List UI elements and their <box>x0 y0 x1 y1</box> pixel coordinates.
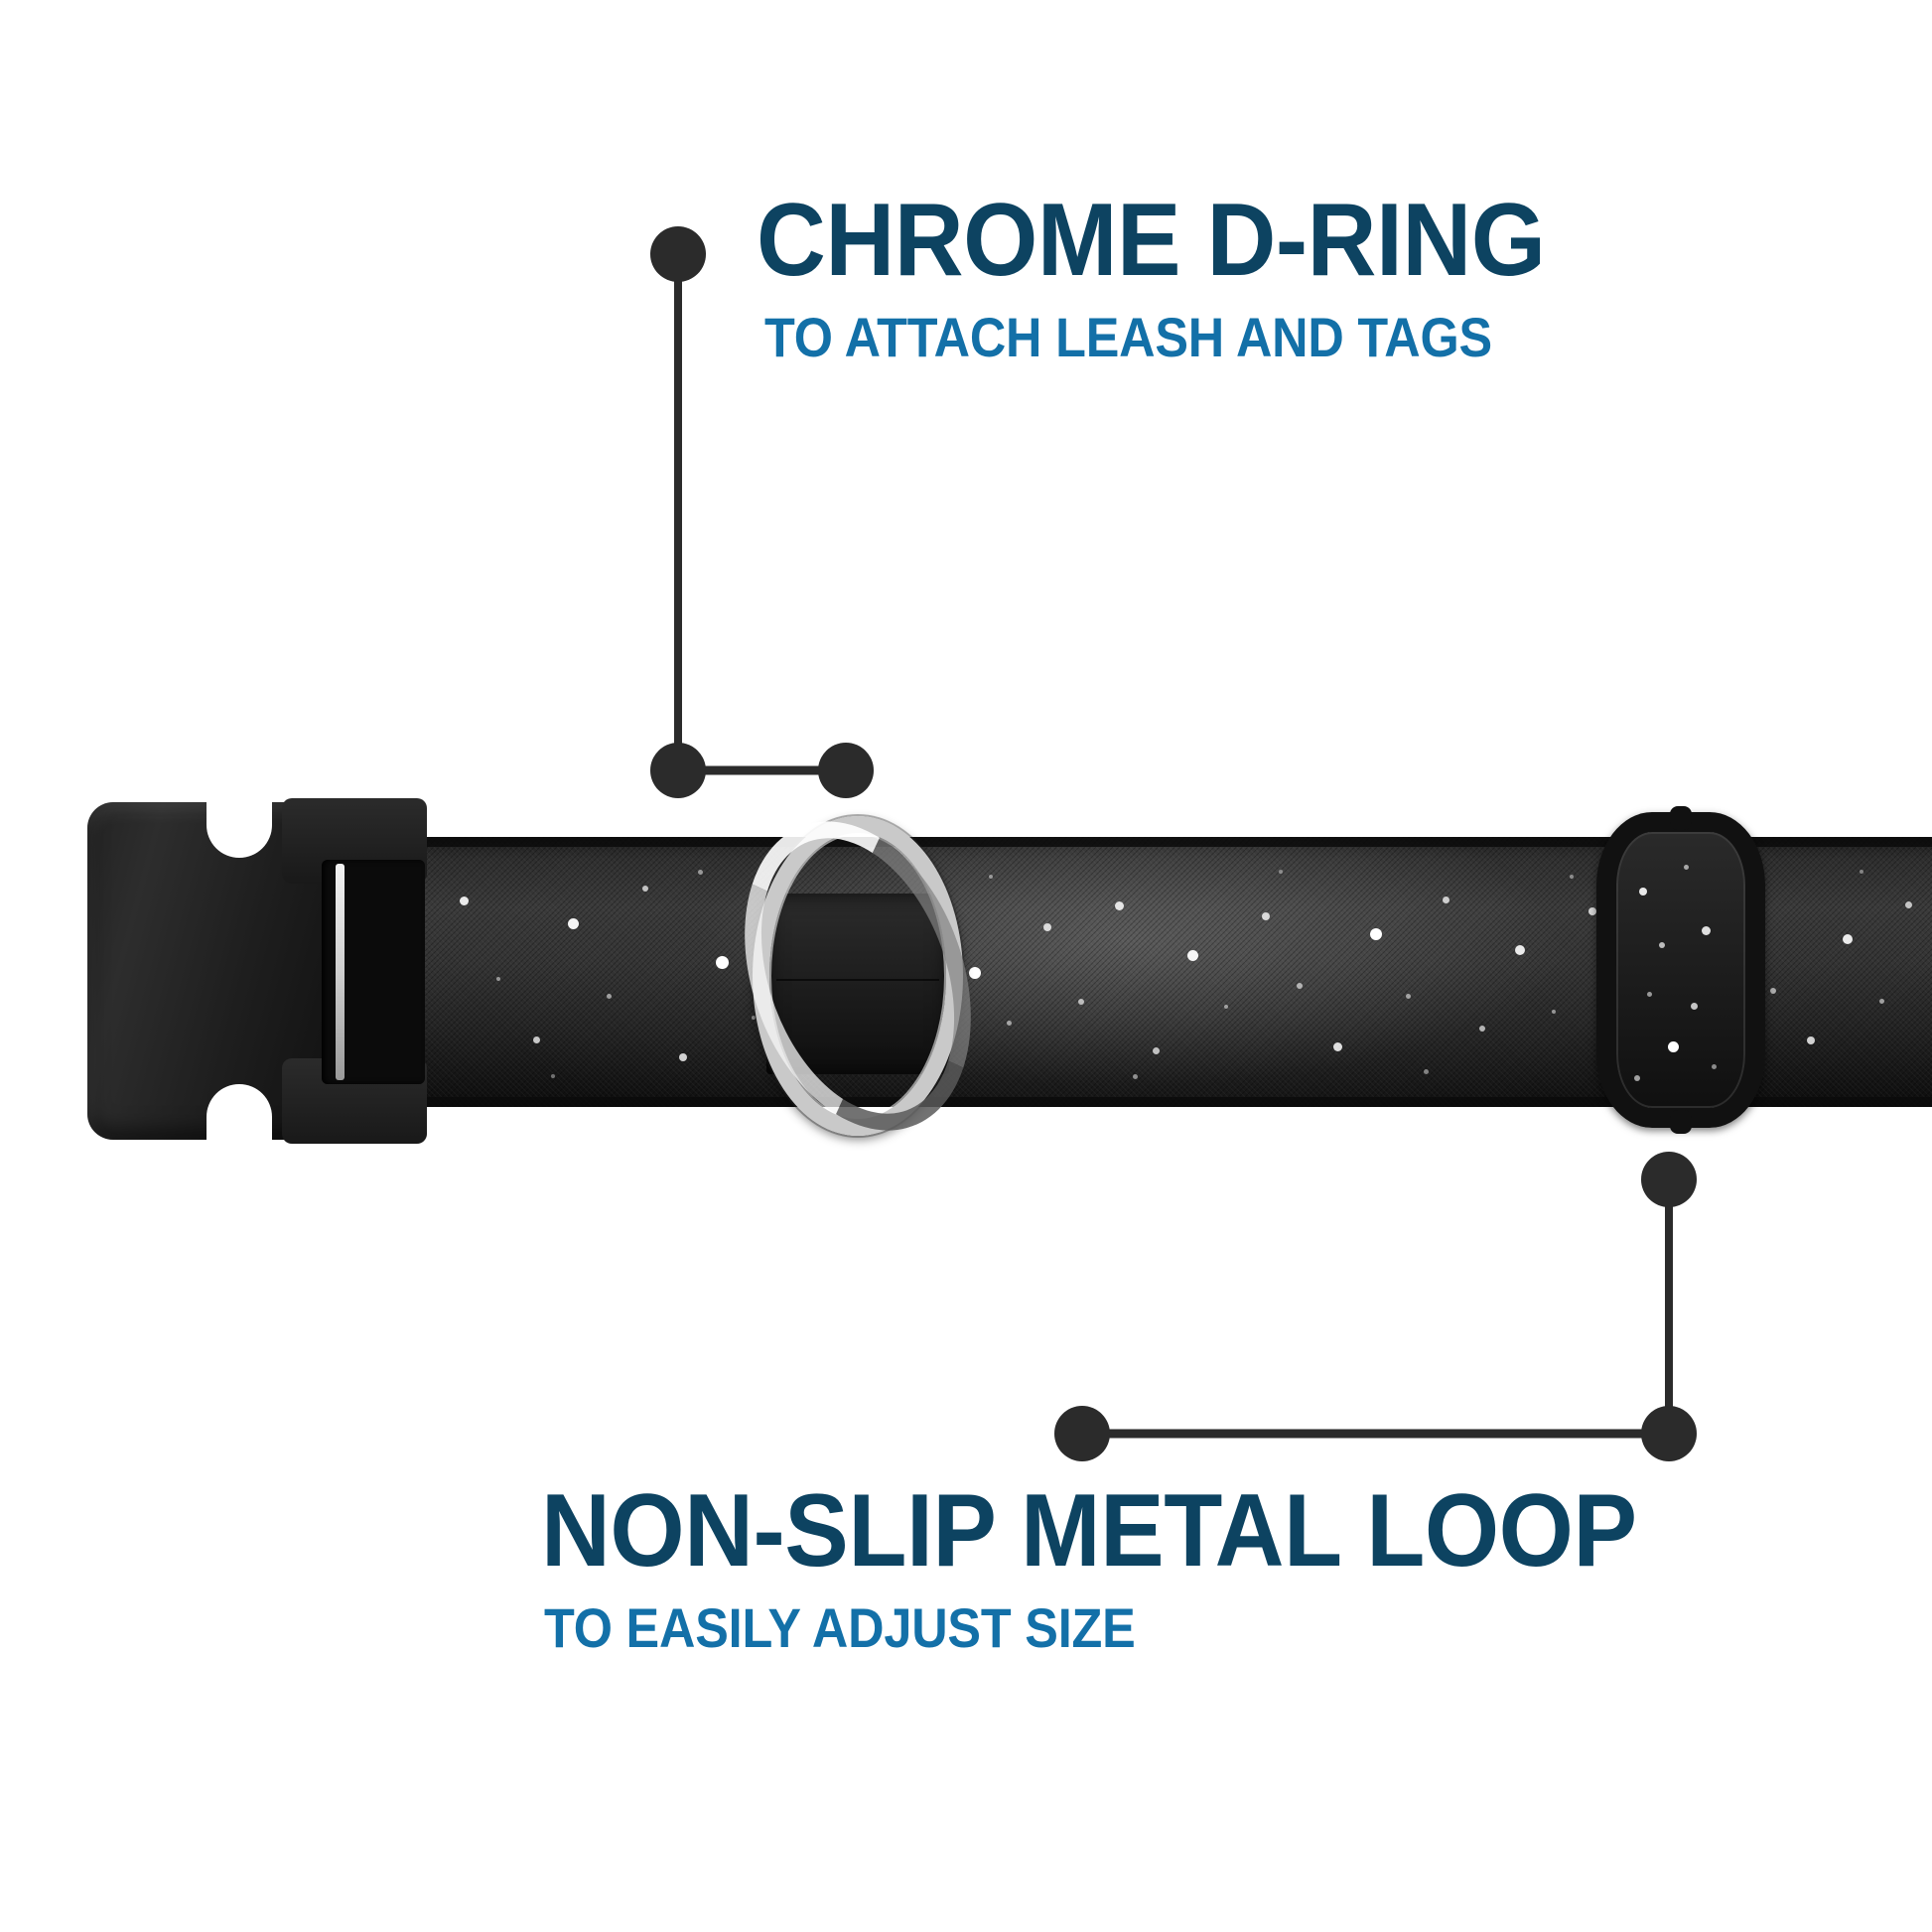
chrome-d-ring <box>704 789 1012 1163</box>
leader-dot-d-ring-label <box>650 226 706 282</box>
buckle-slot-highlight <box>336 864 345 1080</box>
strap-edge-top <box>328 837 1932 847</box>
callout-heading-chrome-d-ring: CHROME D-RING <box>757 183 1546 298</box>
non-slip-metal-loop <box>1596 806 1765 1134</box>
leader-dot-metal-loop-label <box>1054 1406 1110 1461</box>
side-release-buckle <box>87 798 427 1144</box>
product-photo-dog-collar <box>0 755 1932 1211</box>
metal-loop-frame <box>1596 812 1765 1128</box>
callout-subheading-chrome-d-ring: TO ATTACH LEASH AND TAGS <box>764 306 1492 368</box>
callout-heading-non-slip-metal-loop: NON-SLIP METAL LOOP <box>541 1473 1637 1588</box>
metal-loop-inner-strap <box>1616 832 1745 1108</box>
callout-subheading-non-slip-metal-loop: TO EASILY ADJUST SIZE <box>544 1596 1136 1659</box>
strap-edge-bottom <box>328 1097 1932 1107</box>
buckle-notch-top <box>207 800 272 858</box>
buckle-notch-bottom <box>207 1084 272 1142</box>
metal-loop-center-bar-bottom <box>1670 1110 1692 1134</box>
metal-loop-center-bar-top <box>1670 806 1692 830</box>
leader-dot-metal-loop-corner <box>1641 1406 1697 1461</box>
